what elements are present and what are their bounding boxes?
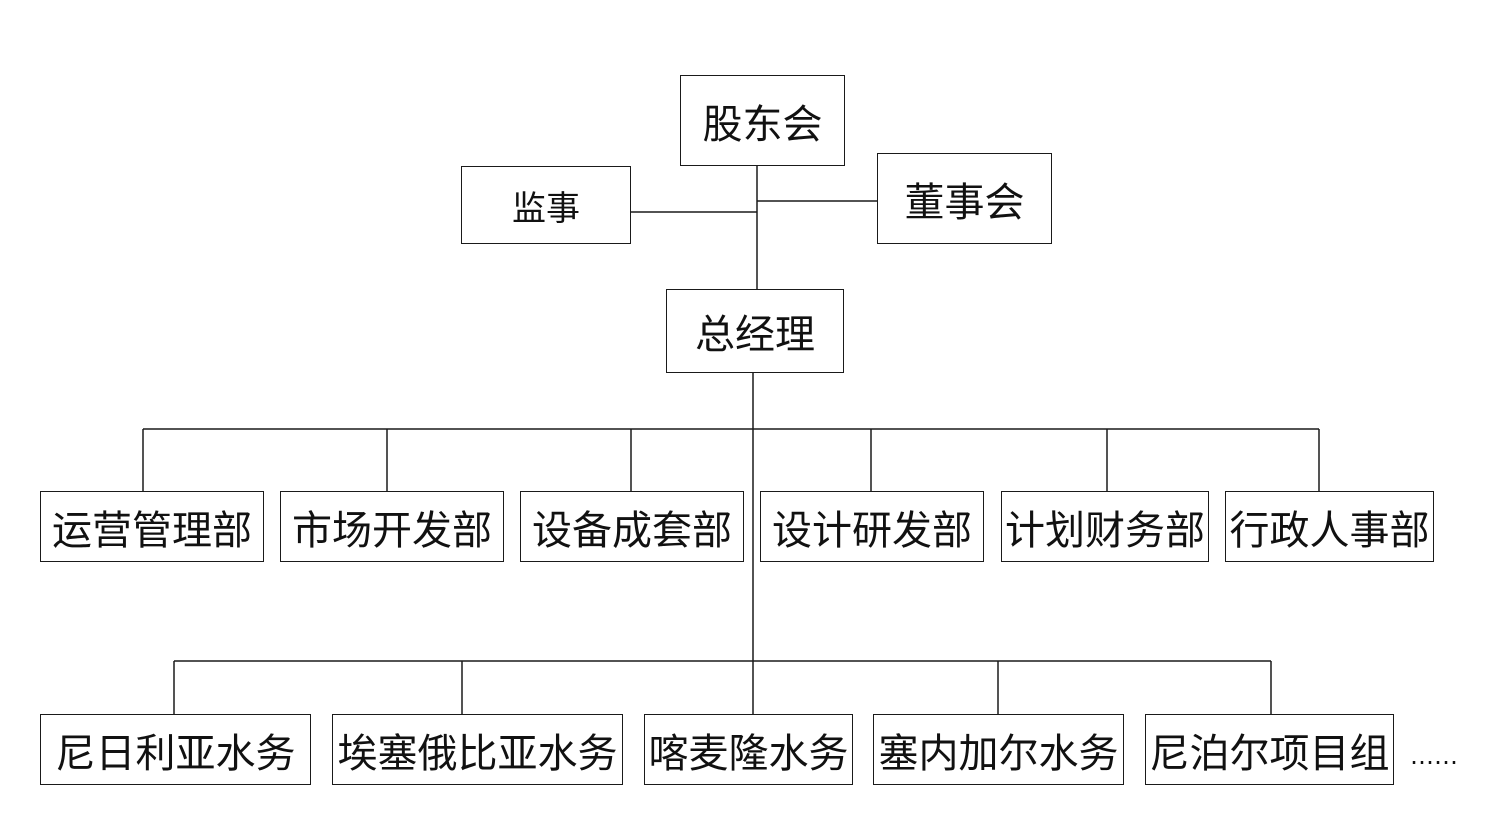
node-branch-ethiopia: 埃塞俄比亚水务 [332, 714, 623, 785]
node-branch-cameroon: 喀麦隆水务 [644, 714, 853, 785]
node-shareholders: 股东会 [680, 75, 845, 166]
node-dept-admin-hr: 行政人事部 [1225, 491, 1434, 562]
node-dept-finance: 计划财务部 [1001, 491, 1209, 562]
node-dept-equipment: 设备成套部 [520, 491, 744, 562]
node-supervisor: 监事 [461, 166, 631, 244]
node-dept-operations: 运营管理部 [40, 491, 264, 562]
node-dept-market: 市场开发部 [280, 491, 504, 562]
node-branch-senegal: 塞内加尔水务 [873, 714, 1124, 785]
node-branch-nepal: 尼泊尔项目组 [1145, 714, 1394, 785]
node-dept-design: 设计研发部 [760, 491, 984, 562]
node-board: 董事会 [877, 153, 1052, 244]
node-general-manager: 总经理 [666, 289, 844, 373]
node-branch-nigeria: 尼日利亚水务 [40, 714, 311, 785]
more-ellipsis: …… [1410, 742, 1458, 770]
